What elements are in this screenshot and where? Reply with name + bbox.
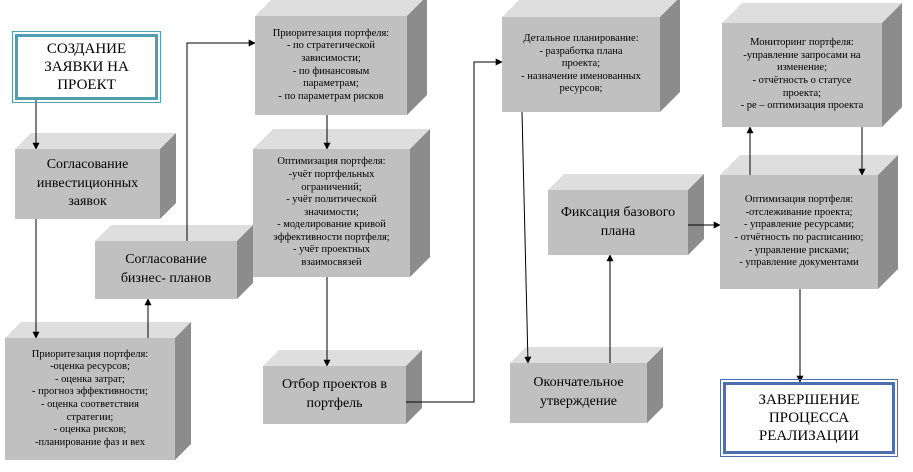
node-prioritize-top-label: Приоритезация портфеля: - по стратегичес…: [272, 27, 390, 102]
cube-side-prioritize-top: [407, 0, 427, 115]
node-approve-business: Согласование бизнес- планов: [95, 241, 237, 299]
node-completion-label: ЗАВЕРШЕНИЕ ПРОЦЕССА РЕАЛИЗАЦИИ: [758, 391, 860, 445]
cube-top-monitoring: [722, 3, 902, 23]
cube-side-optimize-right: [878, 155, 898, 289]
node-select-projects: Отбор проектов в портфель: [263, 366, 406, 424]
cube-side-approve-investment: [160, 133, 176, 219]
node-optimize-right-label: Оптимизация портфеля: -отслеживание прое…: [734, 194, 864, 269]
node-final-approval: Окончательное утверждение: [510, 363, 647, 423]
cube-top-final-approval: [510, 347, 663, 363]
cube-top-optimize-right: [720, 155, 898, 175]
cube-top-prioritize-bottom: [5, 322, 191, 338]
node-approve-investment-label: Согласование инвестиционных заявок: [36, 156, 139, 210]
node-completion: ЗАВЕРШЕНИЕ ПРОЦЕССА РЕАЛИЗАЦИИ: [720, 379, 898, 457]
cube-side-prioritize-bottom: [175, 322, 191, 460]
cube-side-baseline: [688, 174, 704, 255]
cube-top-baseline: [548, 174, 704, 190]
cube-side-detail-planning: [660, 0, 680, 112]
node-detail-planning-label: Детальное планирование: - разработка пла…: [521, 33, 641, 95]
node-detail-planning: Детальное планирование: - разработка пла…: [502, 17, 660, 112]
node-final-approval-label: Окончательное утверждение: [533, 375, 624, 409]
cube-top-approve-business: [95, 225, 253, 241]
cube-side-select-projects: [406, 350, 422, 424]
node-baseline-label: Фиксация базового плана: [560, 204, 676, 239]
cube-side-approve-business: [237, 225, 253, 299]
cube-top-select-projects: [263, 350, 422, 366]
edge-detail-to-final: [521, 111, 532, 364]
node-approve-investment: Согласование инвестиционных заявок: [15, 149, 160, 219]
node-optimize-right: Оптимизация портфеля: -отслеживание прое…: [720, 175, 878, 289]
node-monitoring-label: Мониторинг портфеля: -управление запроса…: [740, 37, 864, 112]
cube-top-detail-planning: [502, 0, 677, 17]
node-prioritize-bottom-label: Приоритезация портфеля: -оценка ресурсов…: [31, 348, 149, 448]
node-approve-business-label: Согласование бизнес- планов: [120, 252, 212, 286]
node-create-request: СОЗДАНИЕ ЗАЯВКИ НА ПРОЕКТ: [12, 31, 161, 103]
node-create-request-label: СОЗДАНИЕ ЗАЯВКИ НА ПРОЕКТ: [44, 40, 129, 94]
cube-top-prioritize-top: [255, 0, 423, 16]
node-baseline: Фиксация базового плана: [548, 190, 688, 255]
cube-side-final-approval: [647, 347, 663, 423]
cube-side-monitoring: [882, 3, 902, 127]
node-prioritize-top: Приоритезация портфеля: - по стратегичес…: [255, 16, 407, 115]
node-monitoring: Мониторинг портфеля: -управление запроса…: [722, 23, 882, 127]
node-optimize-left-label: Оптимизация портфеля: -учёт портфельных …: [273, 156, 390, 269]
node-optimize-left: Оптимизация портфеля: -учёт портфельных …: [253, 149, 410, 277]
edge-select-to-detail: [406, 58, 503, 403]
cube-top-optimize-left: [253, 129, 430, 149]
edge-business-to-prioritize-top: [186, 39, 256, 241]
node-prioritize-bottom: Приоритезация портфеля: -оценка ресурсов…: [5, 338, 175, 460]
cube-side-optimize-left: [410, 129, 430, 277]
cube-top-approve-investment: [15, 133, 176, 149]
node-select-projects-label: Отбор проектов в портфель: [282, 377, 387, 411]
